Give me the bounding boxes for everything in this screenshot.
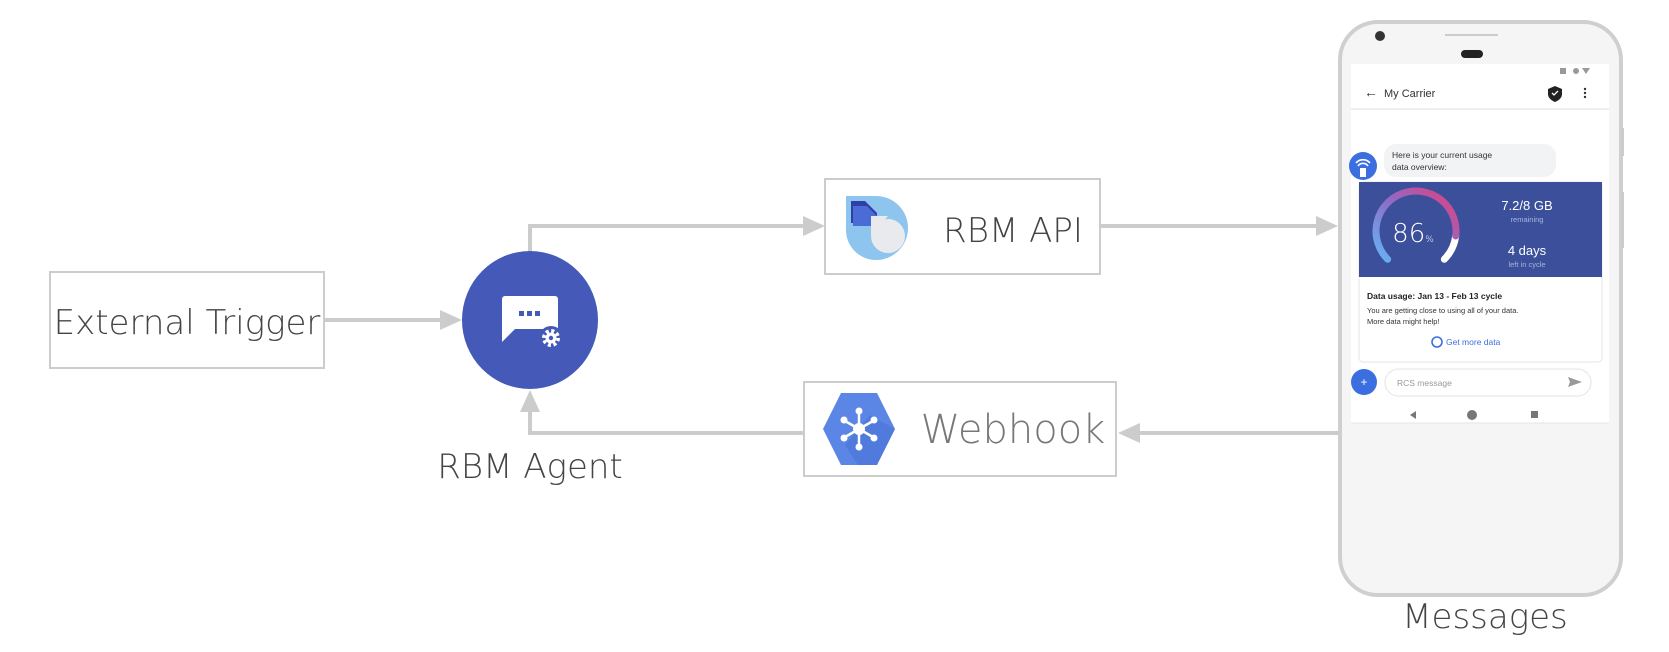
data-remaining: 7.2/8 GB [1501,198,1552,213]
chat-header: ← My Carrier [1351,84,1609,110]
card-title: Data usage: Jan 13 - Feb 13 cycle [1367,291,1502,301]
nav-bar [1410,410,1538,420]
rbm-api-node: RBM API [824,178,1101,275]
arrow-agent-to-api [528,224,808,252]
chat-bubble-gear-icon [502,296,563,350]
camera [1375,31,1385,41]
phone-mockup: ← My Carrier Here is your current usage … [1338,20,1624,597]
get-more-data-label[interactable]: Get more data [1446,337,1501,347]
message-bubble [1384,144,1556,177]
bubble-line-2: data overview: [1392,162,1447,172]
more-menu-icon[interactable] [1583,87,1587,99]
add-attachment-button[interactable] [1351,369,1377,395]
gauge-used [1372,187,1460,263]
webhook-label: Webhook [921,407,1106,453]
arrow-webhook-to-agent [528,406,804,435]
card-body-line-1: You are getting close to using all of yo… [1367,306,1519,315]
messages-label: Messages [1402,597,1568,637]
agent-avatar [1349,152,1377,180]
chat-title: My Carrier [1384,88,1436,100]
cloud-hexagon-network-icon [823,393,895,465]
message-input-placeholder: RCS message [1397,378,1452,388]
get-more-data-button[interactable]: Get more data [1431,336,1501,348]
days-left: 4 days [1508,243,1547,258]
data-usage-card: 86% 7.2/8 GB remaining 4 days left in cy… [1358,181,1603,363]
days-left-label: left in cycle [1508,260,1545,269]
arrowhead [1316,216,1338,236]
card-body-line-2: More data might help! [1367,317,1440,326]
rbm-api-label: RBM API [943,211,1083,251]
external-trigger-node: External Trigger [49,271,325,369]
nav-home-icon[interactable] [1467,410,1477,420]
arrowhead [440,310,462,330]
globe-icon [1431,336,1443,348]
compose-bar: + RCS message [1351,368,1592,397]
external-trigger-label: External Trigger [54,303,321,343]
rbm-agent-node: RBM Agent [437,251,623,487]
nav-recents-icon[interactable] [1531,411,1538,418]
rbm-api-logo-icon [846,196,908,260]
rbm-agent-label: RBM Agent [437,447,623,487]
webhook-node: Webhook [803,381,1117,477]
back-arrow-icon[interactable]: ← [1364,84,1378,100]
send-icon[interactable] [1568,377,1582,387]
speaker [1461,50,1483,58]
plus-icon: + [1360,375,1367,389]
status-bar-icons [1560,68,1590,74]
connectors [324,224,1340,435]
bubble-line-1: Here is your current usage [1392,150,1492,160]
arrowhead [520,390,540,412]
gauge-value: 86% [1392,219,1434,249]
arrowheads [440,216,1338,443]
arrowhead [1118,423,1140,443]
nav-back-icon[interactable] [1410,411,1416,419]
data-remaining-label: remaining [1511,215,1544,224]
message-input[interactable] [1384,368,1592,397]
arrowhead [803,216,825,236]
